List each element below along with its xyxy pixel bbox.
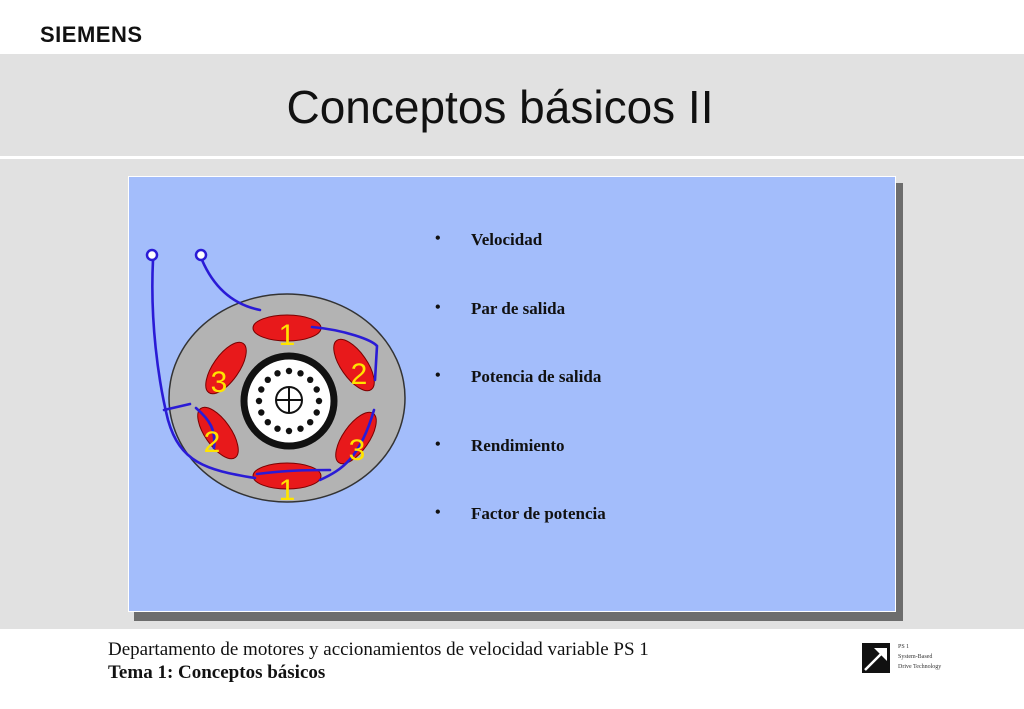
coil-label-top: 1 xyxy=(279,319,296,352)
bullet-list: • Velocidad • Par de salida • Potencia de s… xyxy=(435,230,606,573)
bullet-text: Factor de potencia xyxy=(471,504,606,523)
terminal-1 xyxy=(145,248,159,262)
bullet-symbol: • xyxy=(435,435,441,453)
bullet-text: Rendimiento xyxy=(471,435,565,455)
coil-label-bottom: 1 xyxy=(279,474,296,507)
wire-2 xyxy=(200,258,262,312)
rotor-bar xyxy=(255,397,263,405)
footer-department: Departamento de motores y accionamientos… xyxy=(108,639,649,660)
rotor-bar xyxy=(285,427,293,435)
list-item: • Factor de potencia xyxy=(435,504,606,573)
rotor-bar xyxy=(274,425,281,432)
logo-caption-line: PS 1 xyxy=(898,644,910,650)
logo-caption-line: System-Based xyxy=(898,654,933,660)
rotor-bars xyxy=(255,367,323,435)
bullet-symbol: • xyxy=(435,367,441,384)
bullet-text: Par de salida xyxy=(471,298,566,318)
rotor-bar xyxy=(264,419,271,426)
wire-3 xyxy=(310,325,379,382)
bullet-symbol: • xyxy=(435,230,441,247)
logo-caption-line: Drive Technology xyxy=(898,664,942,670)
rotor-bar xyxy=(313,409,320,416)
wire-5 xyxy=(162,402,192,412)
bullet-symbol: • xyxy=(435,504,441,521)
logo-caption: PS 1 System-Based Drive Technology xyxy=(898,642,941,672)
rotor-inner-ring xyxy=(252,364,326,438)
wire-4 xyxy=(255,468,332,476)
bullet-text: Potencia de salida xyxy=(471,367,602,386)
coil-label-lower-left: 2 xyxy=(204,426,221,459)
bullet-text: Velocidad xyxy=(471,230,543,249)
coil-upper-left xyxy=(205,341,247,395)
title-band xyxy=(0,54,1024,159)
list-item: • Velocidad xyxy=(435,230,606,299)
coil-upper-right xyxy=(333,338,375,392)
wire-7 xyxy=(194,406,216,450)
rotor-bar xyxy=(274,370,281,377)
wire-6 xyxy=(318,408,376,482)
bullet-symbol: • xyxy=(435,298,441,316)
list-item: • Potencia de salida xyxy=(435,367,606,436)
drive-technology-logo-icon xyxy=(862,643,890,673)
rotor-bar xyxy=(307,419,314,426)
rotor-bar xyxy=(285,367,293,375)
rotor-bar xyxy=(297,370,304,377)
terminal-2 xyxy=(194,248,208,262)
title-separator xyxy=(0,156,1024,159)
coil-label-lower-right: 3 xyxy=(349,434,366,467)
rotor-bar xyxy=(307,376,314,383)
rotor-bar xyxy=(297,425,304,432)
list-item: • Rendimiento xyxy=(435,436,606,505)
rotor-bar xyxy=(315,397,323,405)
coil-label-upper-right: 2 xyxy=(351,358,368,391)
rotor-bar xyxy=(258,409,265,416)
list-item: • Par de salida xyxy=(435,299,606,368)
rotor-bar xyxy=(313,386,320,393)
wire-1 xyxy=(151,258,257,480)
slide-title: Conceptos básicos II xyxy=(286,81,714,133)
footer-topic: Tema 1: Conceptos básicos xyxy=(108,662,326,683)
coil-label-upper-left: 3 xyxy=(211,366,228,399)
rotor-bar xyxy=(258,386,265,393)
rotor-bar xyxy=(264,376,271,383)
motor-diagram: 1 2 3 2 3 1 xyxy=(145,248,406,507)
siemens-logo-text: SIEMENS xyxy=(40,22,143,47)
